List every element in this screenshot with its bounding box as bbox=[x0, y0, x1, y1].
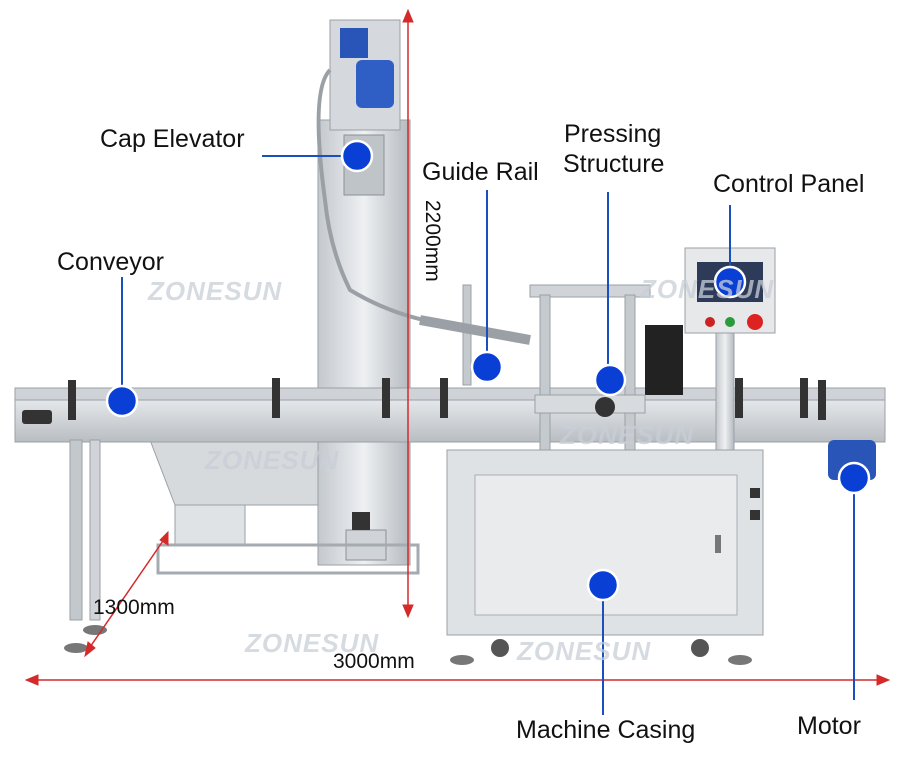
watermark: ZONESUN bbox=[640, 274, 775, 304]
cap-elevator-label: Cap Elevator bbox=[100, 125, 245, 153]
motor-label: Motor bbox=[797, 712, 861, 740]
hopper bbox=[149, 439, 420, 575]
guide-rail-marker bbox=[470, 350, 504, 384]
machine-casing-body bbox=[446, 449, 764, 665]
pressing-structure-label-line2: Structure bbox=[563, 150, 665, 178]
capping-station bbox=[419, 284, 683, 451]
cap-elevator-marker bbox=[340, 139, 374, 173]
conveyor-label: Conveyor bbox=[57, 248, 164, 276]
depth-dimension-label: 1300mm bbox=[93, 596, 175, 619]
length-dimension-label: 3000mm bbox=[333, 650, 415, 673]
control-panel-label: Control Panel bbox=[713, 170, 865, 198]
watermark: ZONESUN bbox=[560, 420, 695, 450]
height-dimension-label: 2200mm bbox=[421, 200, 444, 282]
pressing-structure-marker bbox=[593, 363, 627, 397]
pressing-structure-label-line1: Pressing bbox=[564, 120, 662, 148]
motor-marker bbox=[837, 461, 871, 495]
guide-rail-label: Guide Rail bbox=[422, 158, 539, 186]
cap-elevator-column bbox=[316, 19, 456, 566]
machine-casing-label: Machine Casing bbox=[516, 716, 696, 744]
conveyor-marker bbox=[105, 384, 139, 418]
watermark: ZONESUN bbox=[517, 636, 652, 666]
watermark: ZONESUN bbox=[205, 445, 340, 475]
control-panel-marker bbox=[713, 265, 747, 299]
watermark: ZONESUN bbox=[148, 276, 283, 306]
watermark: ZONESUN bbox=[245, 628, 380, 658]
machine-casing-marker bbox=[586, 568, 620, 602]
dimension-lines bbox=[24, 8, 891, 686]
